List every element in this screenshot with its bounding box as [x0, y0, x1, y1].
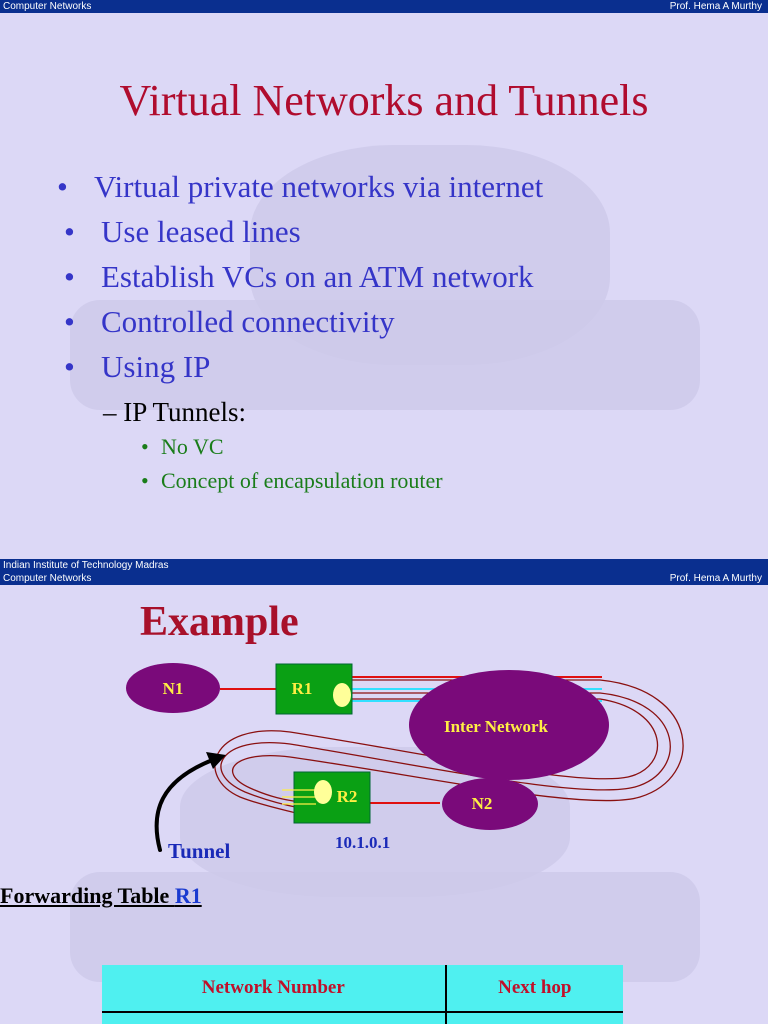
header-course: Computer Networks — [3, 573, 92, 584]
label-n1: N1 — [163, 679, 184, 698]
bullet-item: • Using IP — [64, 349, 211, 385]
column-header-network-number: Network Number — [102, 965, 447, 1013]
bullet-item: • Establish VCs on an ATM network — [64, 259, 534, 295]
sub-sub-bullet-text: No VC — [161, 434, 224, 459]
sub-sub-bullet: • No VC — [141, 434, 224, 460]
bullet-item: • Use leased lines — [64, 214, 301, 250]
slide-example: Computer Networks Prof. Hema A Murthy Ex… — [0, 572, 768, 1024]
bullet-glyph: • — [64, 259, 75, 294]
bullet-item: • Controlled connectivity — [64, 304, 395, 340]
label-r2: R2 — [337, 787, 358, 806]
bullet-glyph: • — [64, 349, 75, 384]
encapsulation-port-r2 — [314, 780, 332, 804]
footer-institute: Indian Institute of Technology Madras — [3, 560, 169, 571]
label-n2: N2 — [472, 794, 493, 813]
tunnel-arrowhead — [206, 752, 226, 769]
forwarding-table-router: R1 — [174, 883, 202, 908]
forwarding-table: Network Number Next hop — [102, 965, 623, 1024]
column-header-next-hop: Next hop — [445, 965, 623, 1013]
table-cell — [102, 1012, 447, 1024]
bullet-glyph: • — [64, 304, 75, 339]
bullet-text: Controlled connectivity — [101, 304, 395, 339]
inter-network-cloud — [409, 670, 609, 780]
bullet-text: Using IP — [101, 349, 211, 384]
background-watermark — [70, 872, 700, 982]
tunnel-arrow — [154, 757, 217, 852]
table-cell — [446, 1012, 623, 1024]
label-address: 10.1.0.1 — [335, 833, 390, 852]
bullet-glyph: • — [64, 214, 75, 249]
encapsulation-port-r1 — [333, 683, 351, 707]
sub-sub-bullet: • Concept of encapsulation router — [141, 468, 443, 494]
network-n2 — [442, 778, 538, 830]
slide-title: Virtual Networks and Tunnels — [119, 76, 649, 125]
slide-title: Example — [140, 599, 299, 645]
background-watermark — [70, 300, 700, 410]
header-author: Prof. Hema A Murthy — [669, 1, 762, 12]
bullet-text: Virtual private networks via internet — [94, 169, 544, 204]
bullet-text: Use leased lines — [101, 214, 301, 249]
forwarding-table-title: Forwarding Table R1 — [0, 882, 202, 910]
bullet-item: • Virtual private networks via internet — [57, 169, 544, 205]
slide-footer-bar: Indian Institute of Technology Madras — [0, 559, 768, 572]
sub-bullet-ip-tunnels: – IP Tunnels: — [103, 397, 247, 427]
tunnel-network-diagram: N1 R1 Inter Network R2 N2 Tunnel 10.1.0.… — [126, 663, 684, 863]
sub-sub-bullet-text: Concept of encapsulation router — [161, 468, 443, 493]
bullet-glyph: • — [57, 169, 68, 204]
label-inter-network: Inter Network — [444, 717, 549, 736]
tunnel-path — [214, 679, 684, 815]
bullet-glyph: • — [141, 434, 149, 459]
bullet-glyph: • — [141, 468, 149, 493]
header-course: Computer Networks — [3, 1, 92, 12]
label-tunnel: Tunnel — [168, 839, 230, 863]
table-header-row: Network Number Next hop — [102, 965, 623, 1013]
bullet-text: Establish VCs on an ATM network — [101, 259, 534, 294]
slide-header-bar: Computer Networks Prof. Hema A Murthy — [0, 0, 768, 13]
slide-header-bar: Computer Networks Prof. Hema A Murthy — [0, 572, 768, 585]
forwarding-table-label: Forwarding Table — [0, 883, 175, 908]
network-n1 — [126, 663, 220, 713]
label-r1: R1 — [292, 679, 313, 698]
table-row — [102, 1012, 623, 1024]
header-author: Prof. Hema A Murthy — [669, 573, 762, 584]
slide-virtual-networks: Computer Networks Prof. Hema A Murthy Vi… — [0, 0, 768, 572]
